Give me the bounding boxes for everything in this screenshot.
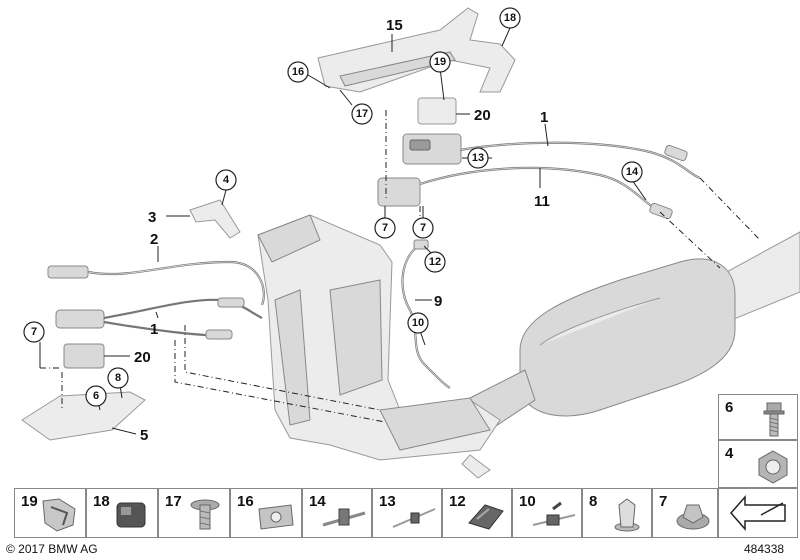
cable-clip-icon	[322, 508, 366, 527]
callout-13: 13	[472, 152, 484, 164]
callout-14: 14	[626, 166, 639, 178]
legend-number: 17	[165, 493, 182, 510]
cable-tie-icon	[392, 508, 436, 528]
callout-18: 18	[504, 12, 516, 24]
hex-nut-icon	[758, 450, 788, 484]
legend-number: 7	[659, 493, 668, 510]
cable-holder-icon	[42, 498, 76, 532]
legend-item-19: 19	[14, 488, 86, 538]
callout-10: 10	[412, 317, 424, 329]
image-id: 484338	[744, 542, 785, 556]
callout-17: 17	[356, 108, 368, 120]
flange-nut-icon	[676, 504, 710, 530]
callout-20-left: 20	[134, 349, 151, 366]
callout-circle-7a	[374, 217, 396, 239]
rubber-grommet-icon	[468, 504, 504, 530]
callout-circle-10	[407, 312, 429, 334]
sensor-9-cable	[401, 239, 451, 389]
bracket-15	[317, 7, 516, 93]
left-sensor-cables	[47, 260, 265, 340]
legend-item-18: 18	[86, 488, 158, 538]
legend-number: 10	[519, 493, 536, 510]
particulate-filter	[257, 214, 501, 479]
callout-7a: 7	[382, 222, 388, 234]
legend-number: 18	[93, 493, 110, 510]
holder-20-top	[377, 97, 462, 207]
collar-screw-icon	[190, 499, 220, 530]
callout-circle-6	[85, 385, 107, 407]
legend-item-arrow	[718, 488, 798, 538]
holder-20-left	[21, 343, 146, 441]
callout-1-left: 1	[150, 321, 158, 338]
connector-icon	[116, 502, 146, 528]
callout-circle-7c	[23, 321, 45, 343]
callout-20-top: 20	[474, 107, 491, 124]
callout-5: 5	[140, 427, 148, 444]
callout-circle-13	[467, 147, 489, 169]
legend-item-14: 14	[302, 488, 372, 538]
callout-8: 8	[115, 372, 121, 384]
arrow-icon	[730, 495, 786, 531]
legend-item-4: 4	[718, 440, 798, 488]
nox-sensor-cables	[419, 141, 701, 220]
legend-item-17: 17	[158, 488, 230, 538]
bolt-icon	[763, 402, 785, 437]
callout-2: 2	[150, 231, 158, 248]
legend-number: 4	[725, 445, 734, 462]
rear-muffler	[469, 231, 800, 431]
legend-number: 8	[589, 493, 598, 510]
expanding-rivet-icon	[614, 498, 640, 532]
legend-number: 6	[725, 399, 734, 416]
callout-15: 15	[386, 17, 403, 34]
legend-number: 19	[21, 493, 38, 510]
bracket-3	[189, 199, 241, 239]
legend-item-6: 6	[718, 394, 798, 440]
callout-circle-19	[429, 51, 451, 73]
reference-lines	[40, 110, 761, 423]
legend-number: 13	[379, 493, 396, 510]
callout-circle-8	[107, 367, 129, 389]
legend-item-7: 7	[652, 488, 718, 538]
callout-11: 11	[534, 193, 550, 210]
legend-item-10: 10	[512, 488, 582, 538]
callout-1-right: 1	[540, 109, 548, 126]
legend-item-13: 13	[372, 488, 442, 538]
callouts: 15 18 16 17 19 20 1 13 11 14 7 7 12 9 10…	[23, 7, 643, 444]
callout-6: 6	[93, 390, 99, 402]
callout-circle-17	[351, 103, 373, 125]
callout-3: 3	[148, 209, 156, 226]
legend-item-12: 12	[442, 488, 512, 538]
cable-tie-holder-icon	[532, 501, 576, 526]
callout-circle-4	[215, 169, 237, 191]
copyright-text: © 2017 BMW AG	[6, 542, 98, 556]
legend-number: 16	[237, 493, 254, 510]
legend-number: 14	[309, 493, 326, 510]
spring-nut-icon	[258, 504, 294, 530]
callout-circle-14	[621, 161, 643, 183]
callout-circle-18	[499, 7, 521, 29]
callout-circle-7b	[412, 217, 434, 239]
callout-16: 16	[292, 66, 304, 78]
callout-circle-12	[424, 251, 446, 273]
legend-item-16: 16	[230, 488, 302, 538]
callout-circle-16	[287, 61, 309, 83]
callout-12: 12	[429, 256, 441, 268]
legend-number: 12	[449, 493, 466, 510]
callout-7b: 7	[420, 222, 426, 234]
callout-19: 19	[434, 56, 446, 68]
callout-4: 4	[223, 174, 230, 186]
legend-item-8: 8	[582, 488, 652, 538]
callout-7c: 7	[31, 326, 37, 338]
callout-9: 9	[434, 293, 442, 310]
